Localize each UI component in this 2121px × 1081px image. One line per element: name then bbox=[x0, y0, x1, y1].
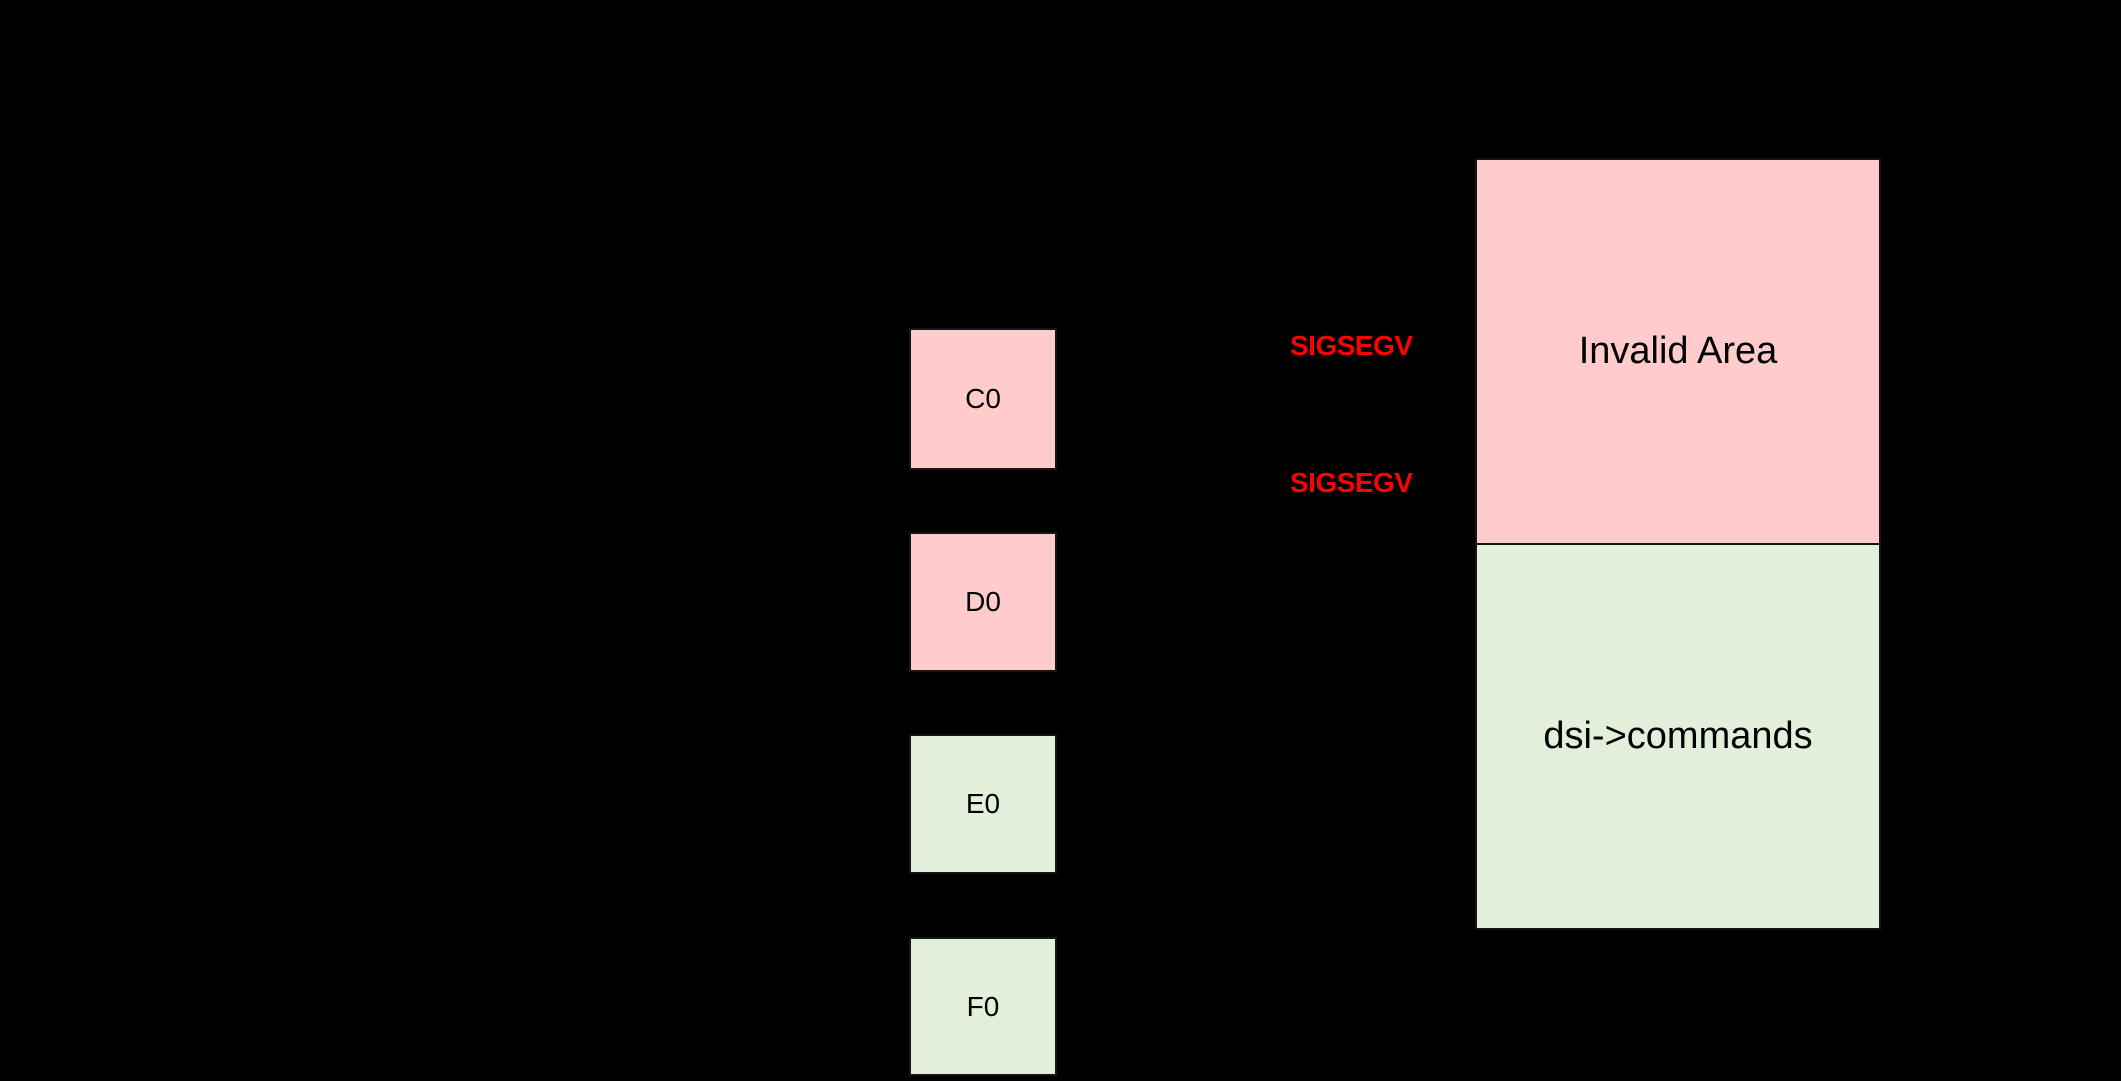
memory-block-f0: F0 bbox=[909, 937, 1057, 1076]
dsi-commands-region: dsi->commands bbox=[1475, 543, 1881, 930]
memory-block-c0-label: C0 bbox=[965, 383, 1001, 414]
invalid-area-region-label: Invalid Area bbox=[1578, 330, 1778, 372]
sigsegv-label-1: SIGSEGV bbox=[1290, 330, 1413, 361]
dsi-commands-region-label: dsi->commands bbox=[1543, 715, 1813, 757]
memory-block-e0-label: E0 bbox=[965, 788, 1001, 819]
sigsegv-label-2: SIGSEGV bbox=[1290, 467, 1413, 498]
memory-block-d0-label: D0 bbox=[965, 586, 1001, 617]
invalid-area-region: Invalid Area bbox=[1475, 158, 1881, 545]
memory-block-c0: C0 bbox=[909, 328, 1057, 470]
memory-block-f0-label: F0 bbox=[966, 990, 1000, 1022]
memory-block-d0: D0 bbox=[909, 532, 1057, 672]
memory-block-e0: E0 bbox=[909, 734, 1057, 874]
